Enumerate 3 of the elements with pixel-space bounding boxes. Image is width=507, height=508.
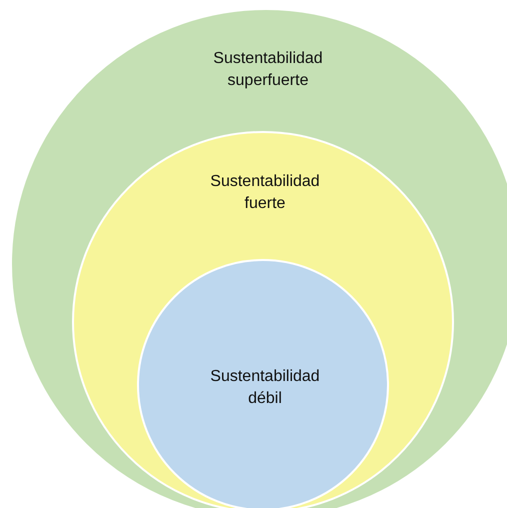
- circle-label: Sustentabilidad superfuerte: [212, 49, 324, 91]
- circle-label: Sustentabilidad fuerte: [209, 172, 321, 214]
- circle-label: Sustentabilidad débil: [209, 367, 321, 409]
